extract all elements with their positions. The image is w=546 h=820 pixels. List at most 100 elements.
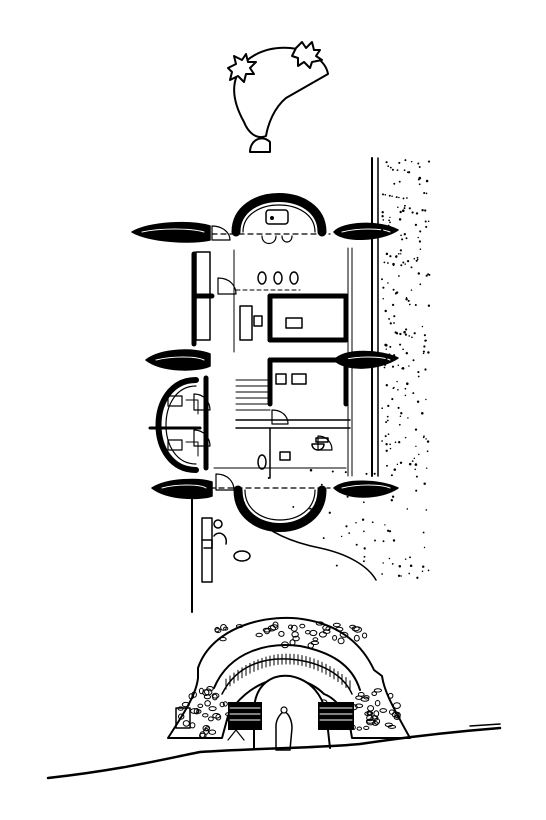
stipple-dot (413, 257, 416, 260)
stipple-dot (415, 259, 418, 262)
stipple-dot (418, 240, 422, 243)
stipple-dot (402, 197, 405, 200)
stipple-dot (409, 556, 411, 559)
stone (353, 634, 360, 642)
stipple-dot (398, 196, 400, 199)
stipple-dot (392, 264, 395, 267)
stipple-dot (423, 334, 426, 337)
stipple-dot (415, 489, 418, 492)
stipple-dot (402, 261, 405, 264)
stipple-dot (417, 178, 420, 181)
round-room (148, 377, 202, 473)
stipple-dot (389, 216, 391, 219)
stipple-dot (408, 572, 411, 575)
stipple-dot (355, 543, 358, 546)
stipple-dot (392, 288, 395, 291)
stipple-dot (362, 560, 365, 563)
stipple-dot (397, 206, 399, 209)
stipple-dot (418, 183, 421, 186)
stipple-dot (396, 169, 399, 172)
stipple-dot (421, 412, 424, 415)
stipple-dot (404, 159, 407, 162)
stone (215, 713, 222, 721)
stipple-dot (328, 511, 331, 514)
stone (315, 621, 324, 626)
stipple-dot (421, 565, 425, 568)
stipple-dot (415, 445, 417, 448)
stone (374, 700, 381, 707)
stipple-dot (399, 461, 403, 465)
stipple-dot (417, 375, 420, 378)
stone (312, 637, 319, 642)
stipple-dot (414, 463, 418, 466)
stipple-dot (407, 299, 410, 302)
stipple-dot (406, 197, 408, 199)
stipple-dot (407, 417, 409, 419)
stipple-dot (345, 525, 348, 528)
stipple-dot (395, 255, 398, 258)
stipple-dot (386, 529, 390, 532)
stipple-dot (384, 435, 387, 438)
stone (357, 692, 365, 697)
stone (267, 625, 276, 632)
stone (371, 691, 378, 696)
stone (202, 725, 211, 732)
stipple-dot (362, 501, 365, 504)
stipple-dot (355, 522, 357, 524)
stipple-dot (387, 282, 389, 284)
stone (219, 701, 225, 708)
stipple-dot (406, 508, 409, 510)
stipple-dot (417, 272, 421, 275)
stone (387, 692, 394, 699)
stipple-dot (391, 398, 394, 401)
stipple-dot (423, 191, 426, 195)
stipple-dot (385, 358, 388, 361)
stipple-dot (413, 457, 416, 460)
stone (289, 639, 296, 646)
stipple-dot (381, 211, 384, 214)
stipple-dot (403, 207, 406, 210)
stipple-dot (388, 530, 392, 533)
stipple-dot (363, 530, 365, 533)
stipple-dot (419, 283, 422, 286)
stipple-dot (405, 328, 408, 331)
stipple-dot (309, 469, 313, 472)
stipple-dot (385, 449, 388, 452)
stipple-dot (385, 443, 388, 446)
stipple-dot (382, 562, 384, 564)
stone (332, 622, 341, 628)
stone (208, 716, 214, 722)
stipple-dot (425, 398, 427, 401)
stipple-dot (386, 464, 388, 467)
stone (181, 701, 190, 708)
stipple-dot (398, 423, 401, 426)
stipple-dot (428, 273, 431, 276)
stipple-dot (378, 486, 381, 489)
stipple-dot (381, 215, 384, 218)
stone (354, 703, 364, 709)
stone (362, 632, 368, 639)
partitions (195, 249, 351, 479)
stone (255, 632, 263, 638)
stone (223, 626, 229, 631)
stipple-dot (400, 264, 403, 267)
ground-line (46, 726, 502, 780)
stipple-dot (391, 563, 394, 565)
stipple-dot (395, 332, 399, 335)
stipple-dot (400, 575, 402, 577)
stipple-dot (423, 435, 425, 438)
stipple-dot (396, 380, 398, 383)
stone (307, 642, 314, 649)
stipple-dot (399, 332, 402, 336)
stone (332, 635, 338, 641)
stone (387, 724, 397, 729)
stone (202, 713, 209, 718)
stipple-dot (394, 292, 397, 295)
stipple-dot (416, 258, 419, 261)
stipple-dot (409, 564, 413, 567)
stipple-dot (405, 351, 409, 355)
buttresses (131, 221, 399, 500)
stipple-dot (425, 179, 429, 183)
stipple-dot (406, 259, 410, 263)
